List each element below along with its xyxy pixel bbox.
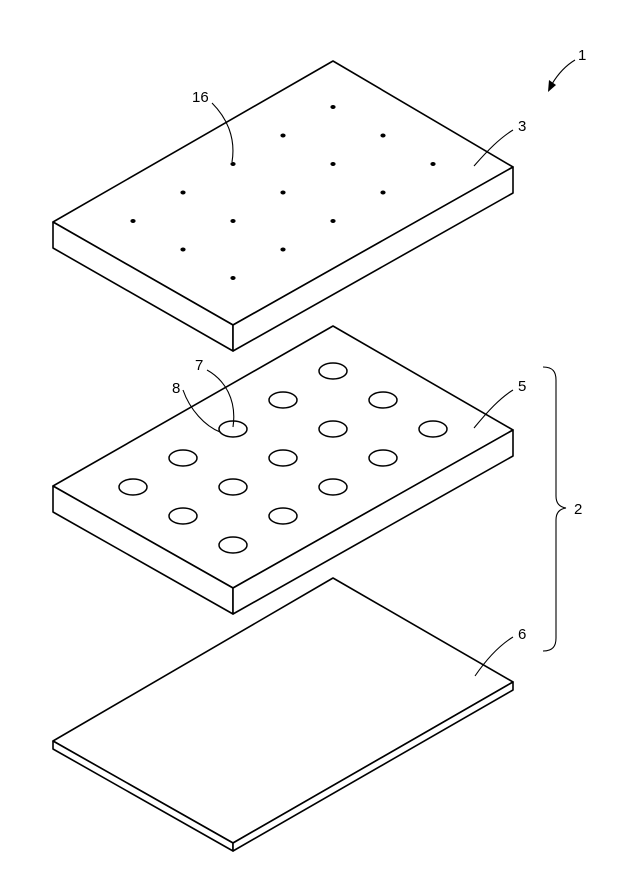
ref-label-assembly: 1: [578, 47, 586, 64]
bottom-sheet: [53, 578, 513, 851]
middle-plate: [53, 326, 513, 614]
hole-3: [419, 421, 447, 437]
hole-12: [269, 508, 297, 524]
pinhole-15: [230, 276, 235, 280]
ref-label-hole: 7: [195, 357, 203, 374]
ref-label-bottom-sheet: 6: [518, 626, 526, 643]
hole-15: [219, 537, 247, 553]
hole-9: [319, 479, 347, 495]
pinhole-4: [280, 134, 285, 138]
pinhole-10: [180, 191, 185, 195]
pinhole-14: [180, 248, 185, 252]
pinhole-12: [280, 248, 285, 252]
hole-10: [169, 450, 197, 466]
hole-6: [369, 450, 397, 466]
ref-label-layer-group: 2: [574, 501, 582, 518]
pinhole-8: [280, 191, 285, 195]
hole-13: [119, 479, 147, 495]
leader-line-1: [552, 60, 575, 84]
leader-arrow-1: [548, 80, 556, 92]
pinhole-3: [430, 162, 435, 166]
pinhole-9: [330, 219, 335, 223]
hole-1: [319, 363, 347, 379]
pinhole-11: [230, 219, 235, 223]
hole-2: [369, 392, 397, 408]
pinhole-13: [130, 219, 135, 223]
pinhole-7: [230, 162, 235, 166]
hole-8: [269, 450, 297, 466]
hole-4: [269, 392, 297, 408]
hole-5: [319, 421, 347, 437]
top-plate: [53, 61, 513, 351]
pinhole-2: [380, 134, 385, 138]
ref-label-middle-plate: 5: [518, 378, 526, 395]
bottom-sheet-top-face: [53, 578, 513, 843]
hole-14: [169, 508, 197, 524]
group-brace: [543, 367, 566, 651]
hole-11: [219, 479, 247, 495]
ref-label-hole-edge: 8: [172, 380, 180, 397]
pinhole-5: [330, 162, 335, 166]
ref-label-pinhole: 16: [192, 89, 209, 106]
ref-label-top-plate: 3: [518, 118, 526, 135]
pinhole-6: [380, 191, 385, 195]
pinhole-1: [330, 105, 335, 109]
